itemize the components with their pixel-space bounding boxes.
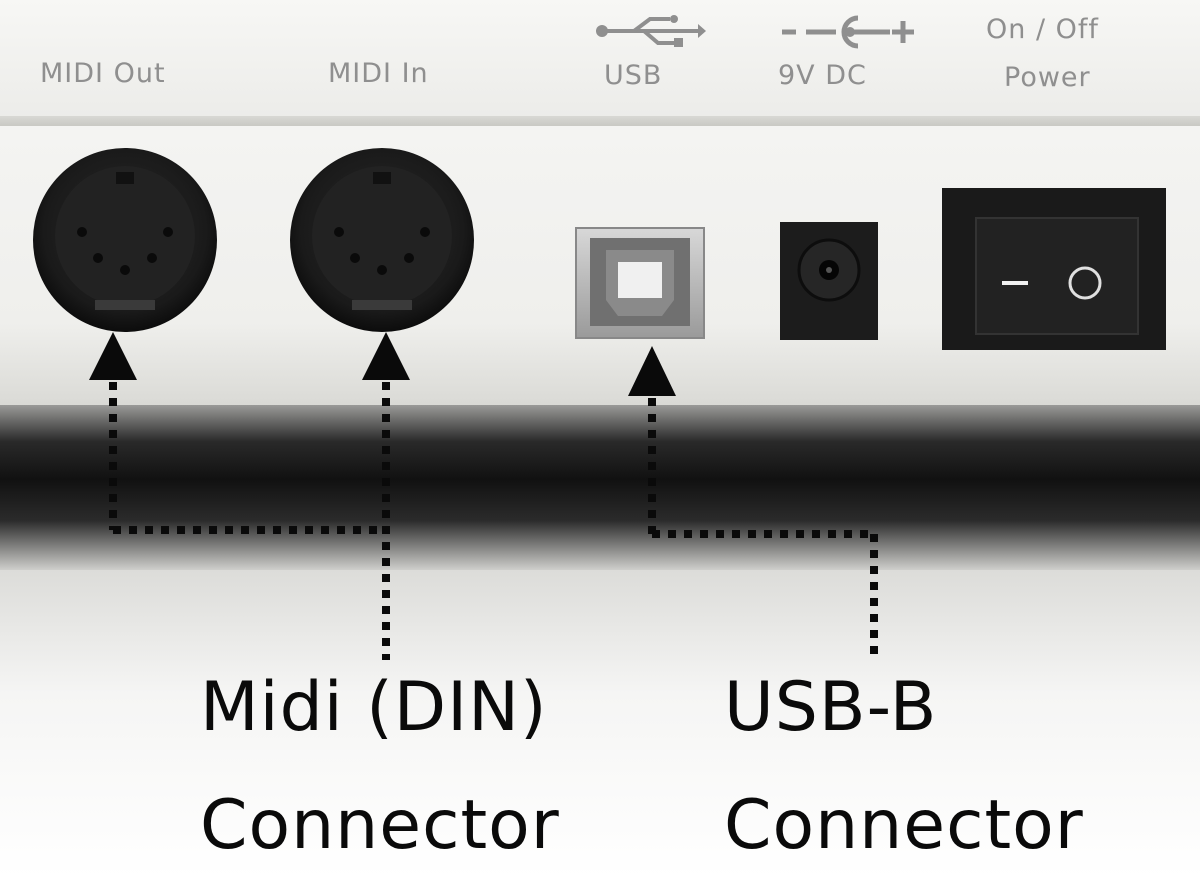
power-switch <box>942 188 1166 350</box>
label-power-bottom: Power <box>1004 62 1091 93</box>
usb-arrowhead <box>628 346 676 396</box>
panel-edge <box>0 116 1200 126</box>
label-midi-out: MIDI Out <box>40 58 166 89</box>
usb-callout-lines <box>648 398 878 660</box>
midi-callout-lines <box>109 382 390 660</box>
reflection <box>0 570 1200 878</box>
usb-b-port <box>575 227 705 339</box>
label-dc: 9V DC <box>778 60 867 91</box>
dc-polarity-icon <box>782 15 914 49</box>
midi-in-port <box>290 148 474 332</box>
panel-label-strip <box>0 0 1200 118</box>
dc-jack-port <box>780 222 878 340</box>
label-usb: USB <box>604 60 663 91</box>
midi-out-port <box>33 148 217 332</box>
midi-out-arrowhead <box>89 332 137 380</box>
midi-callout-line2: Connector <box>200 786 560 865</box>
label-midi-in: MIDI In <box>328 58 429 89</box>
shadow-band <box>0 405 1200 570</box>
midi-callout-line1: Midi (DIN) <box>200 668 548 747</box>
midi-in-arrowhead <box>362 332 410 380</box>
usb-icon <box>596 15 706 47</box>
label-power-top: On / Off <box>986 14 1099 45</box>
usb-callout-line1: USB-B <box>724 668 938 747</box>
usb-callout-line2: Connector <box>724 786 1084 865</box>
